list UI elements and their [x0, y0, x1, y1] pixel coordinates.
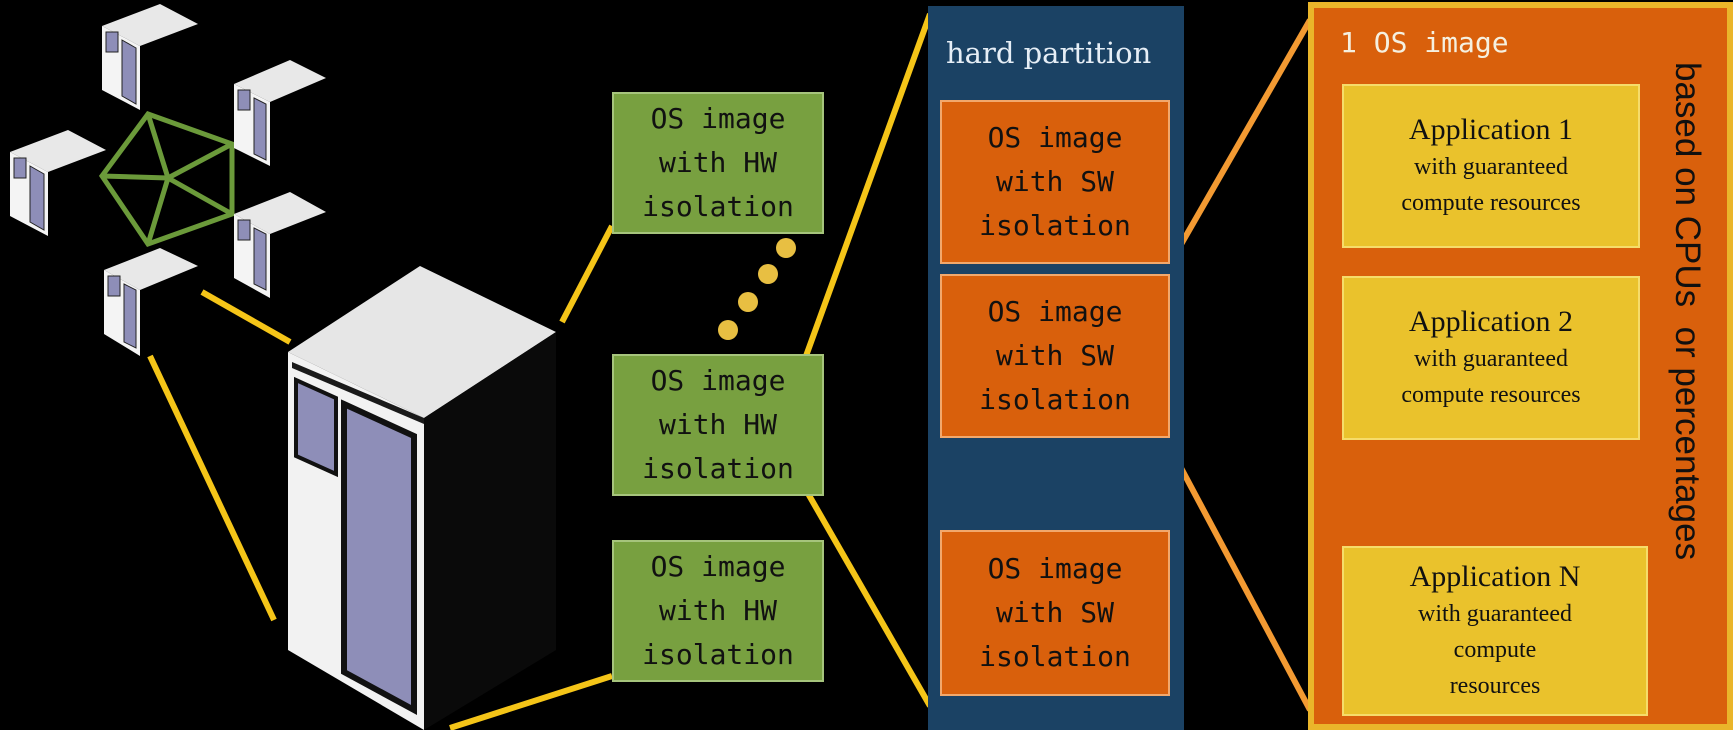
os-image-detail-title: 1 OS image: [1340, 26, 1509, 59]
sw-os-image-line: OS image: [987, 552, 1123, 585]
sw-os-image-3: OS image with SW isolation: [940, 530, 1170, 696]
hard-partition-title: hard partition: [946, 36, 1152, 70]
hw-os-image-line: isolation: [642, 190, 794, 223]
cluster-links: [98, 111, 235, 248]
hw-os-image-line: OS image: [650, 364, 786, 397]
application-desc: resources: [1449, 673, 1541, 699]
application-n-box: Application N with guaranteed compute re…: [1342, 546, 1648, 716]
hw-os-image-line: with HW: [658, 408, 777, 441]
hw-os-image-3: OS image with HW isolation: [612, 540, 824, 682]
hw-os-image-line: with HW: [658, 146, 777, 179]
application-name: Application 1: [1408, 113, 1574, 146]
application-1-box: Application 1 with guaranteed compute re…: [1342, 84, 1640, 248]
hw-os-image-line: OS image: [650, 102, 786, 135]
cluster-server-icon: [104, 248, 198, 356]
application-name: Application N: [1409, 560, 1581, 593]
sw-os-image-line: isolation: [979, 209, 1131, 242]
cluster-server-icon: [10, 130, 106, 236]
application-2-box: Application 2 with guaranteed compute re…: [1342, 276, 1640, 440]
sw-os-image-1: OS image with SW isolation: [940, 100, 1170, 264]
allocation-basis-label: based on CPUs or percentages: [1668, 62, 1707, 561]
application-name: Application 2: [1408, 305, 1574, 338]
cluster-server-icon: [234, 192, 326, 298]
cluster-server-icon: [234, 60, 326, 166]
sw-os-image-line: with SW: [995, 596, 1114, 629]
application-desc: with guaranteed: [1414, 346, 1568, 372]
application-desc: compute resources: [1401, 382, 1581, 408]
application-desc: with guaranteed: [1418, 601, 1572, 627]
cluster-server-icon: [102, 4, 198, 110]
sw-os-image-2: OS image with SW isolation: [940, 274, 1170, 438]
sw-os-image-line: with SW: [995, 165, 1114, 198]
sw-os-image-line: isolation: [979, 383, 1131, 416]
os-image-connectors: [1161, 18, 1313, 712]
hw-os-image-line: isolation: [642, 638, 794, 671]
continuation-dots: [718, 238, 796, 340]
application-desc: compute resources: [1401, 190, 1581, 216]
sw-os-image-line: OS image: [987, 121, 1123, 154]
server-connectors: [147, 12, 933, 730]
sw-os-image-line: isolation: [979, 640, 1131, 673]
sw-os-image-line: with SW: [995, 339, 1114, 372]
server-tower-icon: [288, 266, 556, 730]
hw-os-image-line: isolation: [642, 452, 794, 485]
application-desc: compute: [1453, 637, 1537, 663]
application-desc: with guaranteed: [1414, 154, 1568, 180]
hw-os-image-line: OS image: [650, 550, 786, 583]
hw-os-image-line: with HW: [658, 594, 777, 627]
hw-os-image-1: OS image with HW isolation: [612, 92, 824, 234]
hw-os-image-2: OS image with HW isolation: [612, 354, 824, 496]
sw-os-image-line: OS image: [987, 295, 1123, 328]
